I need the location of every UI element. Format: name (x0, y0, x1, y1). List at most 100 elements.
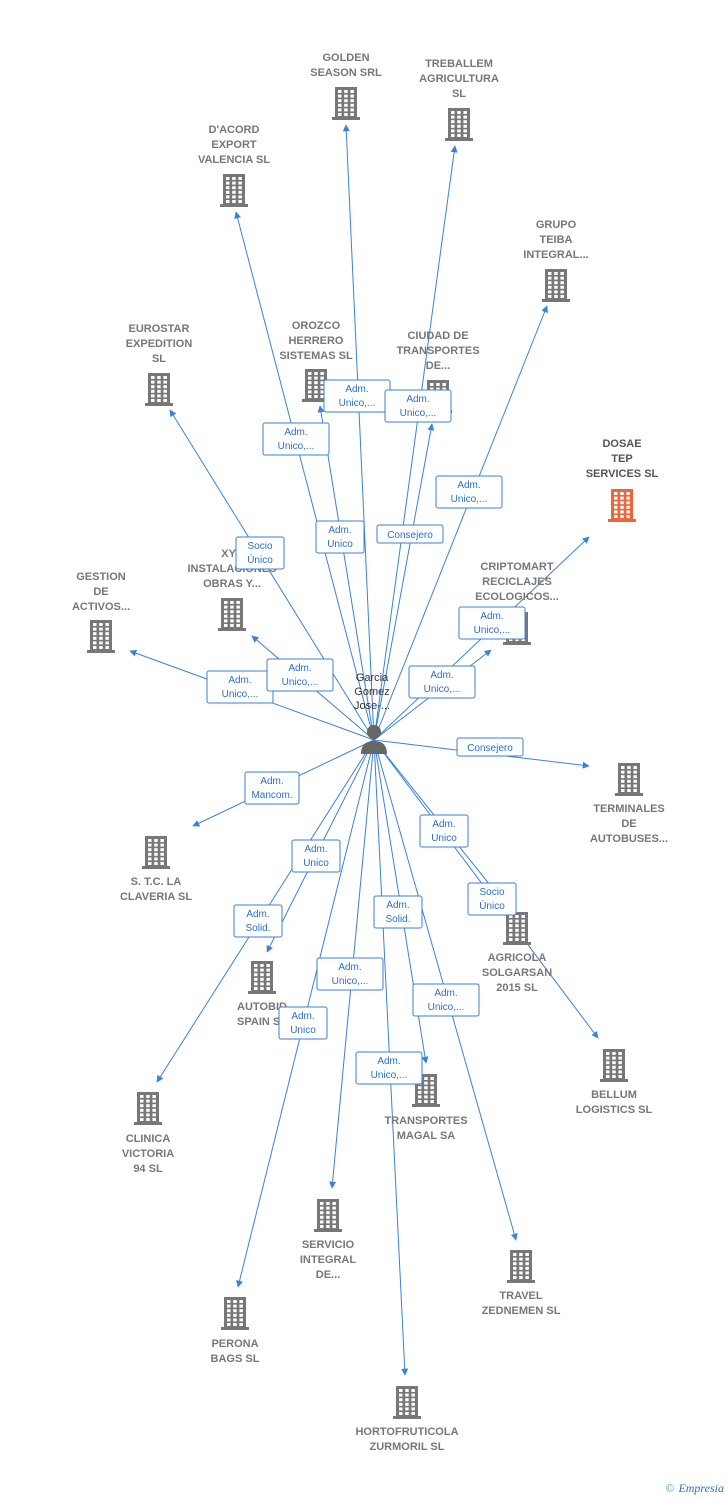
building-icon (615, 763, 643, 796)
company-label-line: TERMINALES (593, 803, 665, 815)
edge-label-servicio: Adm.Unico,... (316, 957, 384, 991)
edge-ciudad-transportes (373, 423, 435, 741)
edge-treballem (373, 145, 458, 741)
company-label-line: SERVICIO (302, 1239, 355, 1251)
building-icon (87, 620, 115, 653)
company-node-gestion[interactable]: GESTIONDEACTIVOS... (72, 571, 130, 653)
edge-grupo-teiba (373, 305, 548, 741)
company-label-line: BELLUM (591, 1089, 637, 1101)
building-icon (393, 1386, 421, 1419)
company-node-terminales[interactable]: TERMINALES DE AUTOBUSES... (590, 763, 668, 845)
edge-label-clinica: Adm.Solid. (233, 904, 283, 938)
building-icon (220, 174, 248, 207)
building-icon (218, 598, 246, 631)
building-icon (221, 1297, 249, 1330)
person-name-line: Garcia (356, 672, 389, 684)
edge-label-text: Solid. (245, 923, 270, 934)
edge-label-text: Adm. (434, 988, 457, 999)
company-label-line: GOLDEN (322, 52, 369, 64)
copyright-symbol: © (665, 1481, 675, 1495)
company-label-line: TEP (611, 453, 632, 465)
edge-eurostar (169, 409, 375, 741)
edge-label-text: Consejero (467, 743, 513, 754)
company-label-line: SISTEMAS SL (279, 350, 353, 362)
edge-label-text: Adm. (260, 776, 283, 787)
edge-label-text: Adm. (304, 844, 327, 855)
edge-label-text: Adm. (291, 1011, 314, 1022)
company-node-bellum[interactable]: BELLUM LOGISTICS SL (576, 1049, 653, 1116)
company-label-line: OBRAS Y... (203, 578, 261, 590)
edge-label-terminales: Consejero (456, 737, 524, 757)
edge-label-criptomart: Adm.Unico,... (408, 665, 476, 699)
edge-label-ciudad-transportes: Consejero (376, 524, 444, 544)
company-label-line: EUROSTAR (129, 323, 190, 335)
center-person-node[interactable]: GarciaGomezJose-... (354, 672, 390, 754)
edge-label-autobid: Adm. Unico (291, 839, 341, 873)
edge-label-text: Unico,... (424, 684, 461, 695)
company-label-line: DE (93, 586, 108, 598)
company-label-line: BAGS SL (211, 1353, 260, 1365)
edge-orozco (317, 405, 375, 741)
company-label-line: EXPORT (211, 139, 257, 151)
building-icon (248, 961, 276, 994)
company-label-line: OROZCO (292, 320, 341, 332)
company-label-line: TRANSPORTES (384, 1115, 467, 1127)
building-icon (503, 912, 531, 945)
company-label-line: ZEDNEMEN SL (482, 1305, 561, 1317)
edge-label-text: Unico,... (339, 398, 376, 409)
edge-label-text: Unico,... (451, 494, 488, 505)
edge-label-travel: Adm.Unico,... (412, 983, 480, 1017)
edge-label-text: Adm. (328, 525, 351, 536)
company-label-line: 2015 SL (496, 982, 538, 994)
company-label-line: TRANSPORTES (396, 345, 479, 357)
company-label-line: SERVICES SL (586, 468, 659, 480)
company-label-line: CLINICA (126, 1133, 171, 1145)
edge-label-golden-season: Adm.Unico,... (323, 379, 391, 413)
edge-label-orozco: Adm.Unico (315, 520, 365, 554)
company-label-line: SL (452, 88, 466, 100)
edge-label-dosae: Adm.Unico,... (458, 606, 526, 640)
company-node-servicio[interactable]: SERVICIOINTEGRALDE... (300, 1199, 357, 1281)
edge-label-text: Unico (431, 833, 457, 844)
edge-label-text: Adm. (288, 663, 311, 674)
edge-label-text: Socio (247, 541, 272, 552)
person-icon (361, 725, 387, 754)
company-label-line: GRUPO (536, 219, 577, 231)
company-label-line: LOGISTICS SL (576, 1104, 653, 1116)
company-label-line: CLAVERIA SL (120, 891, 192, 903)
company-label-line: AUTOBUSES... (590, 833, 668, 845)
company-label-line: TEIBA (540, 234, 573, 246)
company-node-grupo-teiba[interactable]: GRUPO TEIBA INTEGRAL... (523, 219, 589, 302)
company-label-line: GESTION (76, 571, 126, 583)
company-label-line: AGRICULTURA (419, 73, 499, 85)
edge-label-text: Adm. (480, 611, 503, 622)
edge-label-text: Único (247, 553, 273, 566)
company-label-line: ZURMORIL SL (370, 1441, 445, 1453)
edge-label-text: Unico (303, 858, 329, 869)
edge-label-text: Unico,... (278, 441, 315, 452)
edge-dacord (234, 211, 375, 741)
edge-label-text: Único (479, 899, 505, 912)
edge-label-transportes-magal: Adm.Solid. (373, 895, 423, 929)
company-label-line: INTEGRAL... (523, 249, 588, 261)
company-label-line: DE (621, 818, 636, 830)
edge-label-text: Adm. (377, 1056, 400, 1067)
edge-label-text: Consejero (387, 530, 433, 541)
company-label-line: D'ACORD (209, 124, 260, 136)
company-label-line: ECOLOGICOS... (475, 591, 559, 603)
